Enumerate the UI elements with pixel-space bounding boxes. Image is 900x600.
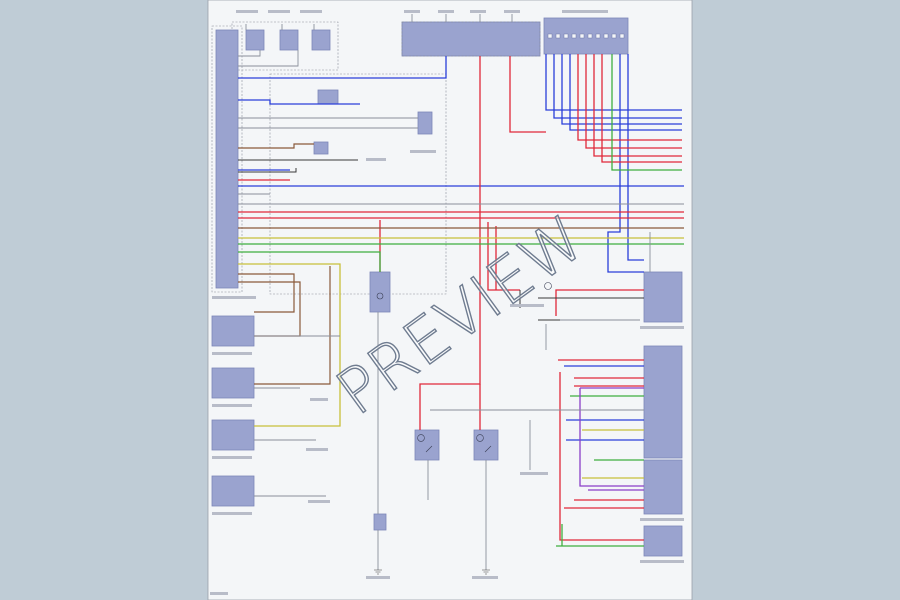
heater-symbol	[376, 282, 552, 300]
mirror-control-module	[211, 25, 243, 293]
sub-harness-outline	[269, 73, 447, 295]
wires-purple	[579, 387, 644, 491]
wires-yellow	[238, 237, 684, 479]
switch-icon	[425, 445, 433, 453]
harness-connector-top	[543, 17, 629, 55]
fuse-group-left	[231, 21, 339, 71]
mirror-motor-right	[414, 429, 440, 461]
relay-small-1	[317, 89, 339, 105]
fuse-relay-box	[401, 21, 541, 57]
fuse-box-3	[311, 29, 331, 51]
mirror-motor-icon	[476, 434, 484, 442]
body-control-module	[643, 271, 683, 323]
mirror-heater-module	[369, 271, 391, 313]
relay-small-2	[313, 141, 329, 155]
ground-icon	[374, 569, 490, 575]
seat-motor-module	[643, 525, 683, 557]
wires-brown	[238, 143, 684, 385]
sensor-box-1	[211, 315, 255, 347]
relay-small-3	[417, 111, 433, 135]
wires-red	[238, 54, 684, 541]
fuse-group-right	[401, 21, 541, 57]
sensor-box-4	[211, 475, 255, 507]
sensor-box-2	[211, 367, 255, 399]
seat-switch-module	[643, 459, 683, 515]
sensor-box-3	[211, 419, 255, 451]
wires-blue	[238, 54, 684, 441]
schematic-annotations	[210, 10, 684, 595]
connector-pins	[547, 33, 625, 39]
wires-gray	[238, 14, 684, 570]
ground-connector	[373, 513, 387, 531]
fuse-box-2	[279, 29, 299, 51]
mirror-motor-left	[473, 429, 499, 461]
memory-seat-module	[643, 345, 683, 459]
mirror-motor-icon	[417, 434, 425, 442]
wires-green	[238, 54, 684, 547]
fuse-box-1	[245, 29, 265, 51]
switch-icon	[484, 445, 492, 453]
sensor-boxes	[211, 315, 255, 507]
wires-black	[238, 159, 644, 321]
